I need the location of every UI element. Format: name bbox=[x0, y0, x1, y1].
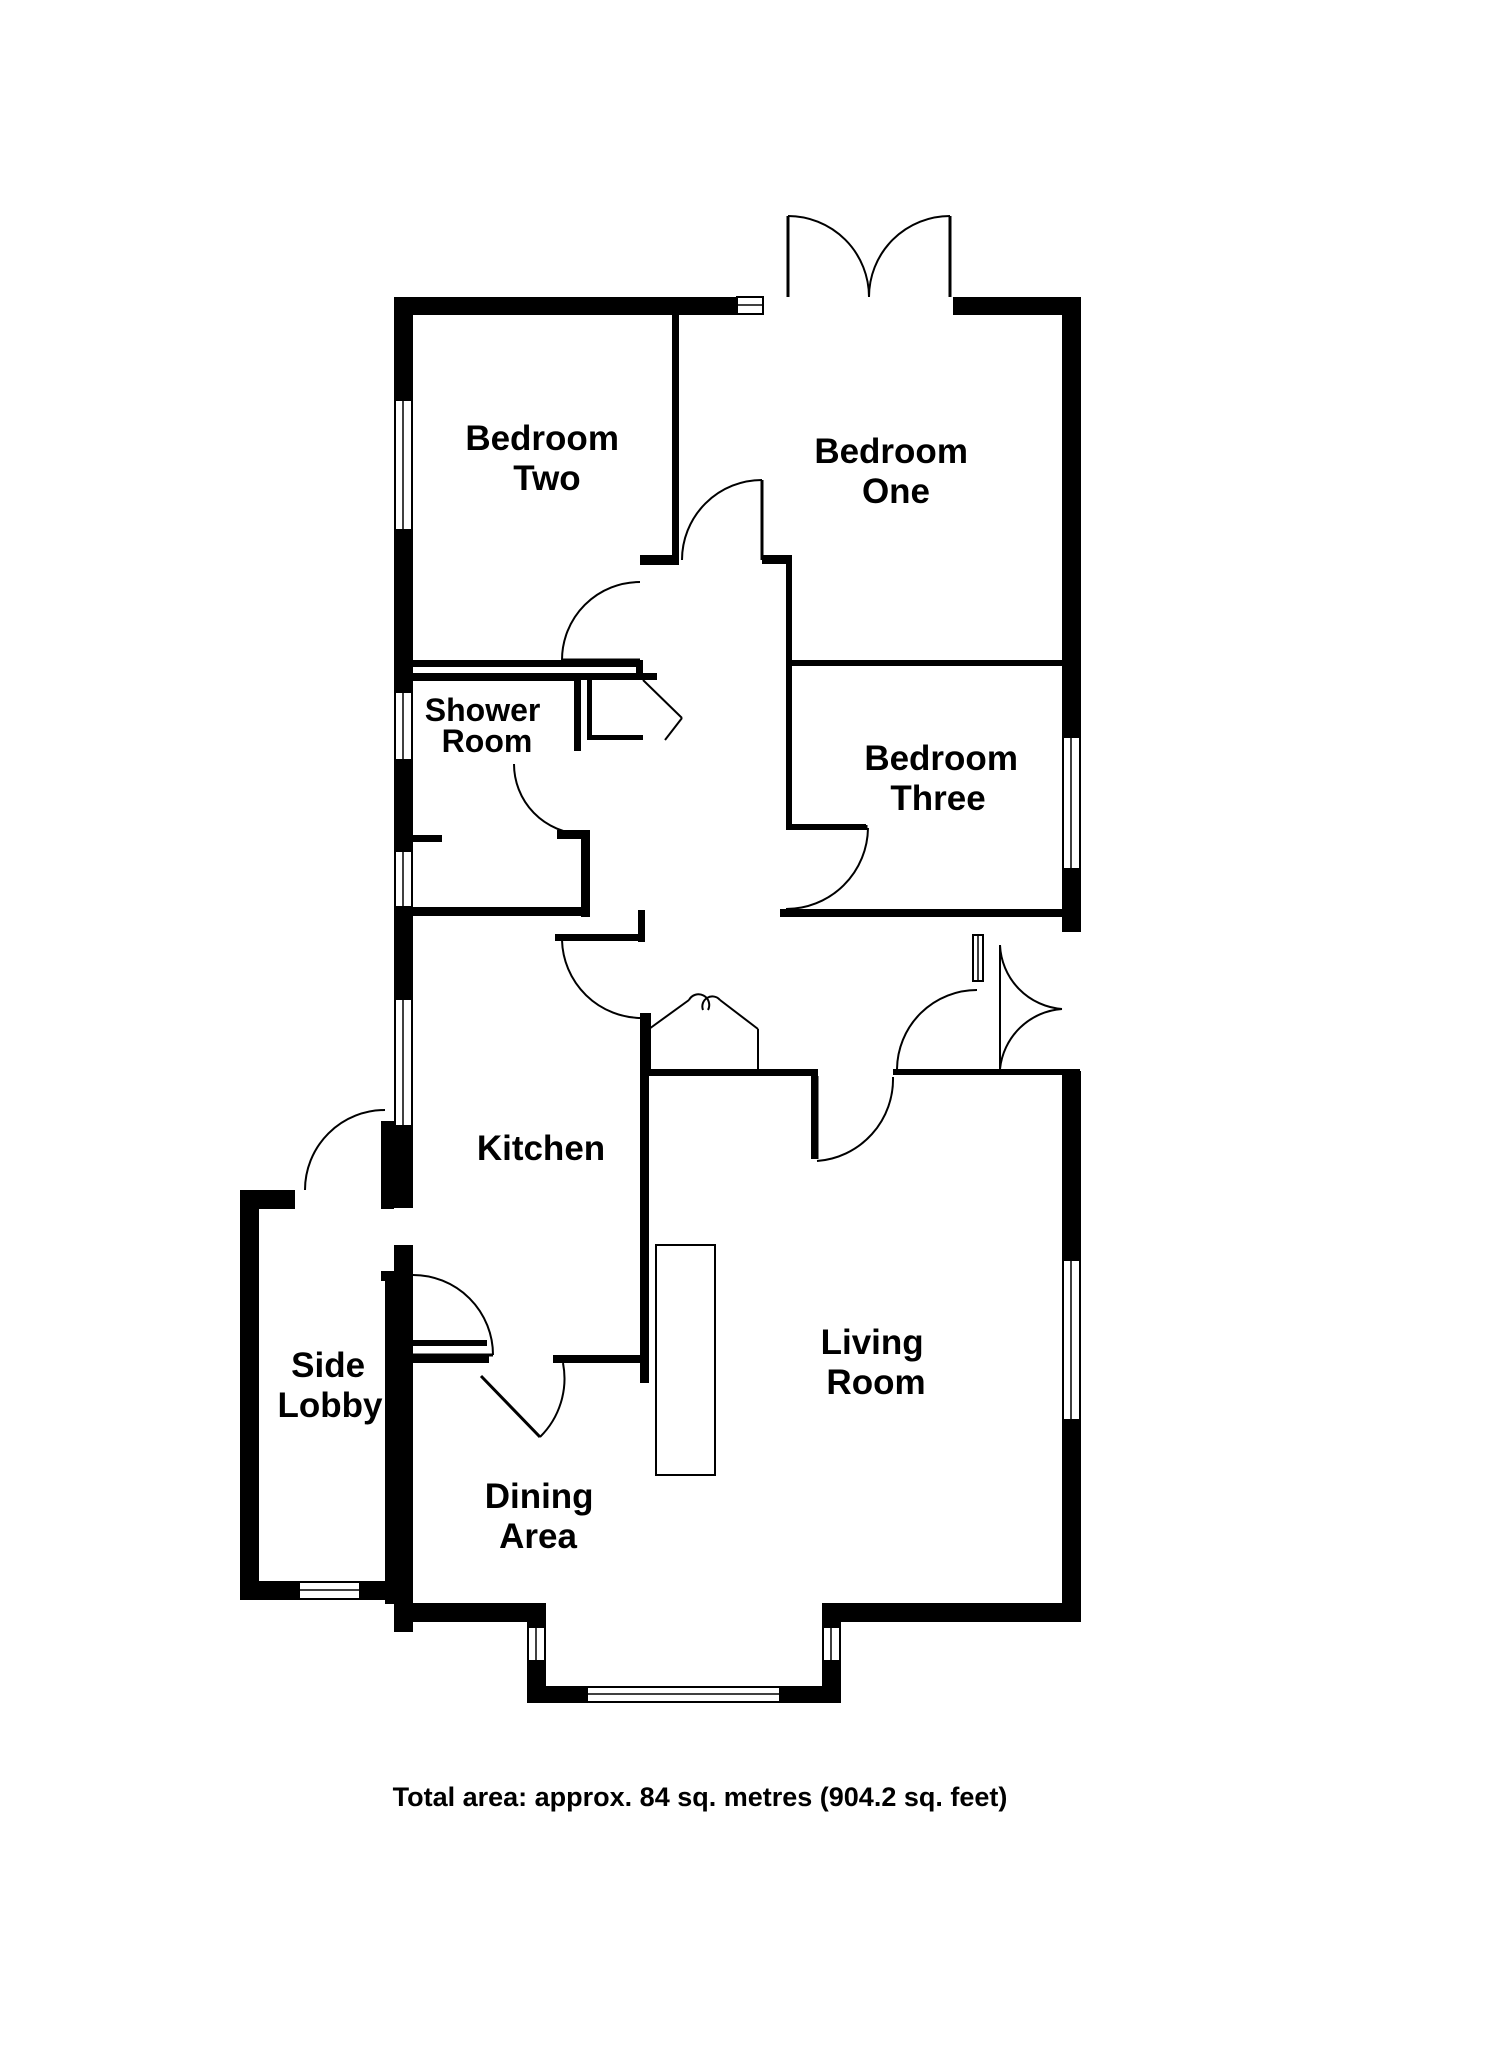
shower-room-label: Shower Room bbox=[425, 692, 549, 759]
room-labels: Bedroom Two Bedroom One Shower Room Bedr… bbox=[278, 419, 1027, 1556]
total-area-note: Total area: approx. 84 sq. metres (904.2… bbox=[393, 1782, 1008, 1812]
side-lobby-label: Side Lobby bbox=[278, 1346, 384, 1425]
bedroom-two-label: Bedroom Two bbox=[465, 419, 628, 498]
exterior-walls bbox=[240, 297, 1081, 1703]
living-room-label: Living Room bbox=[821, 1323, 934, 1402]
bedroom-three-label: Bedroom Three bbox=[864, 739, 1027, 818]
dining-area-label: Dining Area bbox=[485, 1477, 604, 1556]
kitchen-counter bbox=[655, 1244, 716, 1476]
doors bbox=[304, 215, 1063, 1439]
bedroom-one-label: Bedroom One bbox=[814, 432, 977, 511]
windows bbox=[298, 296, 1081, 1703]
kitchen-label: Kitchen bbox=[477, 1129, 605, 1168]
